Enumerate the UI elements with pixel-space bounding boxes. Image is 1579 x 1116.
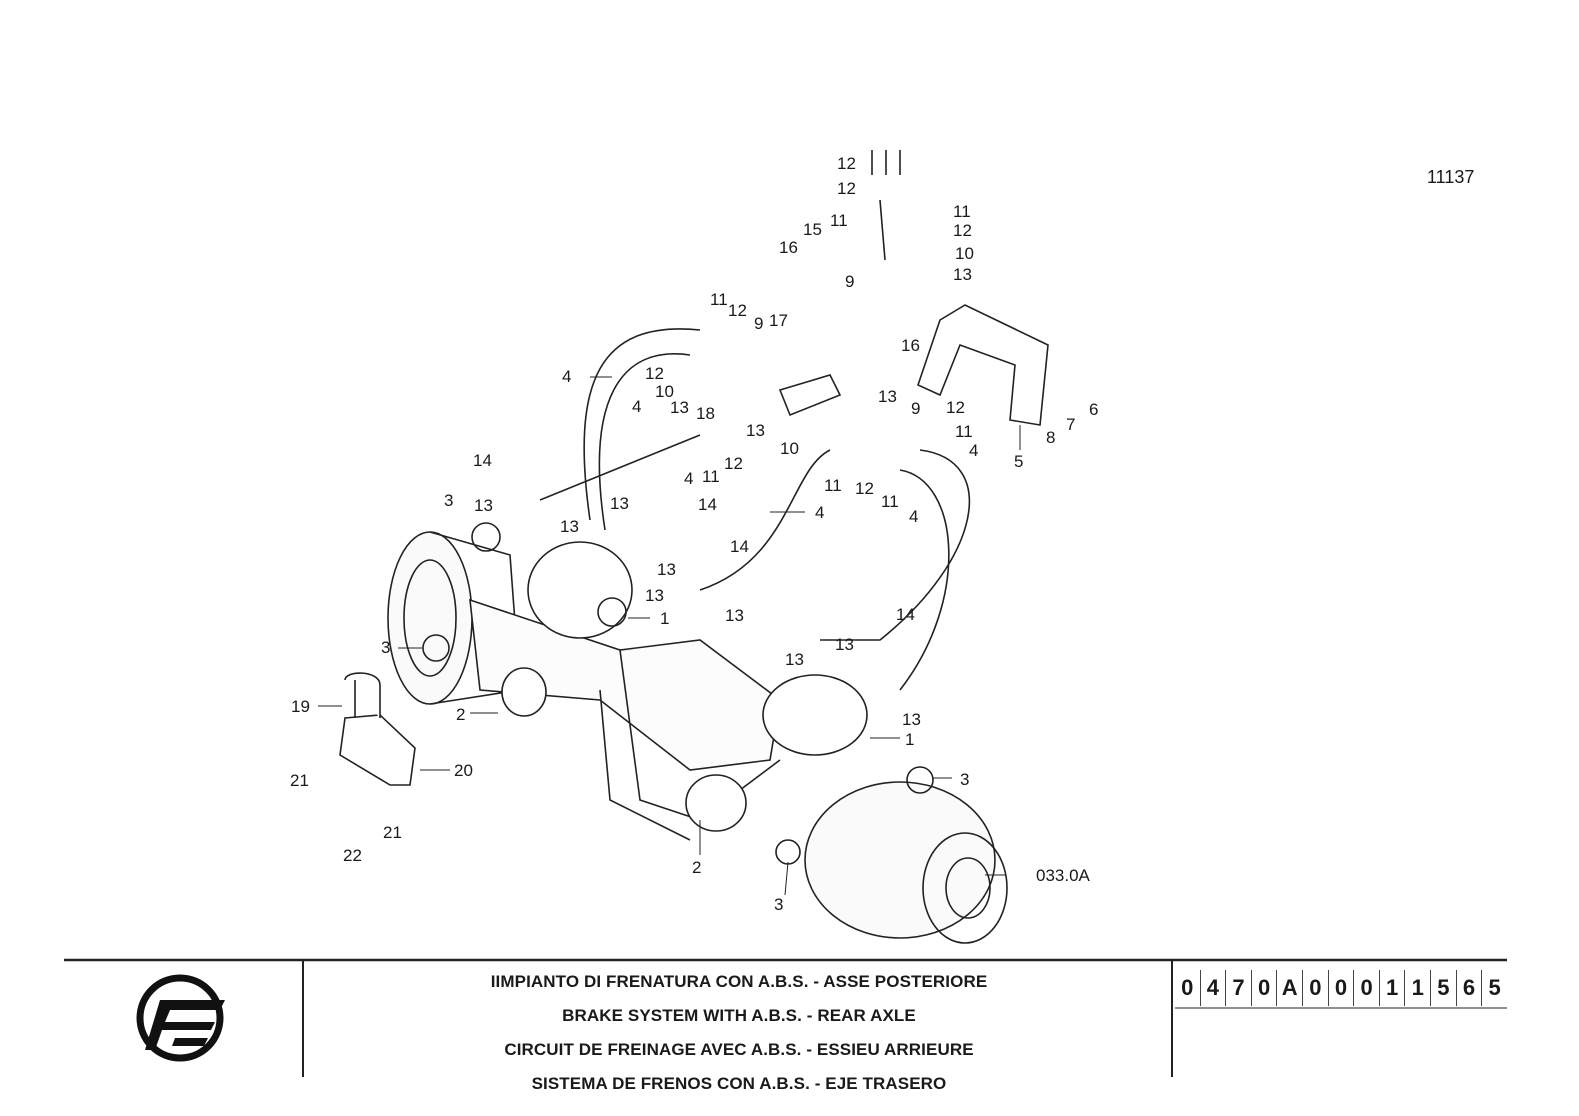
- axle-assembly: [387, 522, 1008, 944]
- group-reference: 033.0A: [1036, 866, 1091, 885]
- title-english: BRAKE SYSTEM WITH A.B.S. - REAR AXLE: [562, 1006, 916, 1025]
- part-label-10: 10: [955, 244, 974, 263]
- code-digit: 6: [1457, 970, 1483, 1006]
- code-digit: 4: [1201, 970, 1227, 1006]
- part-label-13m: 13: [902, 710, 921, 729]
- part-label-12d: 12: [728, 301, 747, 320]
- part-label-11: 11: [953, 202, 971, 221]
- part-label-11g: 11: [881, 492, 899, 511]
- title-block: IIMPIANTO DI FRENATURA CON A.B.S. - ASSE…: [305, 965, 1173, 1101]
- part-number-labels: 1 1 2 2 3 3 3 3 4 4 4 4 4 4 5 6 7 8 9 9 …: [290, 154, 1098, 914]
- part-label-12f: 12: [724, 454, 743, 473]
- part-code: 0 4 7 0 A 0 0 0 1 1 5 6 5: [1175, 970, 1507, 1006]
- part-label-5: 5: [1014, 452, 1023, 471]
- part-label-11c: 11: [710, 290, 728, 309]
- part-label-14c: 14: [730, 537, 749, 556]
- part-label-4c: 4: [684, 469, 693, 488]
- title-italian: IIMPIANTO DI FRENATURA CON A.B.S. - ASSE…: [490, 972, 988, 991]
- part-label-14b: 14: [698, 495, 717, 514]
- code-digit: 5: [1431, 970, 1457, 1006]
- distribution-block: [778, 150, 901, 417]
- bracket-20: [339, 672, 416, 786]
- part-label-10c: 10: [780, 439, 799, 458]
- part-label-12g: 12: [946, 398, 965, 417]
- part-label-7: 7: [1066, 415, 1075, 434]
- title-french: CIRCUIT DE FREINAGE AVEC A.B.S. - ESSIEU…: [504, 1040, 974, 1059]
- part-label-12b: 12: [837, 179, 856, 198]
- part-label-13l: 13: [785, 650, 804, 669]
- part-label-13b: 13: [670, 398, 689, 417]
- part-label-4b: 4: [632, 397, 641, 416]
- part-label-11d: 11: [702, 467, 720, 486]
- part-label-3c: 3: [960, 770, 969, 789]
- part-label-12: 12: [837, 154, 856, 173]
- code-digit: 7: [1226, 970, 1252, 1006]
- part-label-12c: 12: [953, 221, 972, 240]
- code-digit: A: [1277, 970, 1304, 1006]
- code-digit: 0: [1329, 970, 1355, 1006]
- title-block-frame: [64, 958, 1507, 1077]
- part-label-3b: 3: [381, 638, 390, 657]
- part-label-21: 21: [290, 771, 309, 790]
- part-label-15: 15: [803, 220, 822, 239]
- part-label-4: 4: [562, 367, 571, 386]
- part-label-13c: 13: [746, 421, 765, 440]
- part-label-11b: 11: [830, 211, 848, 230]
- part-label-9c: 9: [911, 399, 920, 418]
- part-label-13h: 13: [657, 560, 676, 579]
- part-label-9: 9: [845, 272, 854, 291]
- part-label-4e: 4: [969, 441, 978, 460]
- part-label-19: 19: [291, 697, 310, 716]
- part-label-20: 20: [454, 761, 473, 780]
- part-label-21b: 21: [383, 823, 402, 842]
- code-digit: 1: [1405, 970, 1432, 1006]
- part-label-14d: 14: [896, 605, 915, 624]
- part-label-8: 8: [1046, 428, 1055, 447]
- part-label-17: 17: [769, 311, 788, 330]
- code-digit: 0: [1175, 970, 1201, 1006]
- part-label-13: 13: [953, 265, 972, 284]
- part-label-12h: 12: [855, 479, 874, 498]
- bracket-5: [917, 304, 1049, 426]
- part-label-13d: 13: [878, 387, 897, 406]
- brand-logo: [136, 974, 225, 1062]
- code-digit: 0: [1303, 970, 1329, 1006]
- part-label-11f: 11: [824, 476, 842, 495]
- part-label-6: 6: [1089, 400, 1098, 419]
- part-label-16b: 16: [901, 336, 920, 355]
- title-spanish: SISTEMA DE FRENOS CON A.B.S. - EJE TRASE…: [531, 1074, 947, 1093]
- part-label-13g: 13: [560, 517, 579, 536]
- part-label-9b: 9: [754, 314, 763, 333]
- part-label-4d: 4: [815, 503, 824, 522]
- code-digit: 1: [1380, 970, 1406, 1006]
- part-label-1: 1: [660, 609, 669, 628]
- part-label-13i: 13: [645, 586, 664, 605]
- leader-lines: [318, 376, 1021, 896]
- part-label-11e: 11: [955, 422, 973, 441]
- part-label-2: 2: [456, 705, 465, 724]
- drawing-number: 11137: [1427, 167, 1474, 187]
- part-label-13e: 13: [474, 496, 493, 515]
- part-label-14: 14: [473, 451, 492, 470]
- code-digit: 5: [1488, 975, 1501, 1000]
- part-label-16: 16: [779, 238, 798, 257]
- part-label-12e: 12: [645, 364, 664, 383]
- part-label-1b: 1: [905, 730, 914, 749]
- part-label-18: 18: [696, 404, 715, 423]
- part-label-4f: 4: [909, 507, 918, 526]
- brake-pipes: [539, 328, 970, 691]
- part-label-2b: 2: [692, 858, 701, 877]
- code-digit: 0: [1252, 970, 1278, 1006]
- part-label-13f: 13: [610, 494, 629, 513]
- part-label-13j: 13: [725, 606, 744, 625]
- part-label-22: 22: [343, 846, 362, 865]
- part-label-3d: 3: [774, 895, 783, 914]
- part-label-13k: 13: [835, 635, 854, 654]
- part-label-3: 3: [444, 491, 453, 510]
- part-label-10b: 10: [655, 382, 674, 401]
- code-digit: 0: [1354, 970, 1380, 1006]
